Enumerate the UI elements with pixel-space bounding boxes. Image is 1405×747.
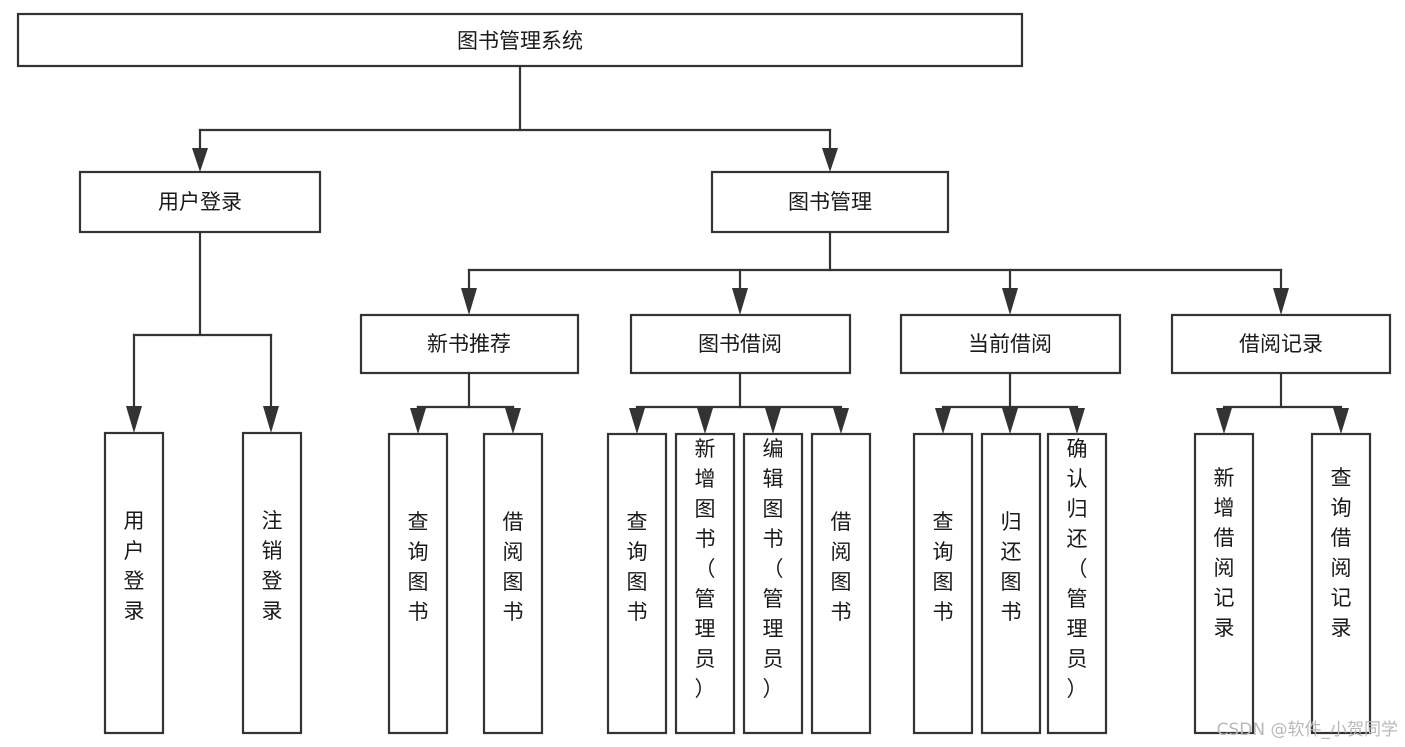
node-root[interactable]: 图书管理系统 [16,12,1024,68]
node-leaf-return-book-box[interactable] [980,432,1042,735]
node-leaf-borrow-book-1-box[interactable] [482,432,544,735]
node-book-management-label: 图书管理 [788,190,872,214]
node-leaf-query-book-2[interactable]: 查询图书 [606,432,668,735]
node-leaf-add-record[interactable]: 新增借阅记录 [1193,432,1255,735]
node-new-book-recommend[interactable]: 新书推荐 [359,313,580,375]
node-leaf-query-book-3-label: 查询图书 [933,510,954,624]
node-leaf-query-book-3-box[interactable] [912,432,974,735]
node-leaf-query-book-1[interactable]: 查询图书 [387,432,449,735]
node-leaf-query-book-3[interactable]: 查询图书 [912,432,974,735]
edge-group-borrowrecord [1216,371,1349,434]
node-leaf-logout-login-box[interactable] [241,431,303,735]
node-user-login-label: 用户登录 [158,190,242,214]
arrow-head-leaf-add-book [697,408,713,434]
edge-group-userlogin [126,230,279,433]
node-leaf-logout-login-label: 注销登录 [262,509,283,623]
arrow-head-newbook [461,288,477,315]
node-leaf-edit-book-box[interactable] [742,432,804,735]
node-current-borrow-box[interactable] [899,313,1122,375]
arrow-head-borrowrecord [1273,288,1289,315]
node-leaf-return-book[interactable]: 归还图书 [980,432,1042,735]
arrow-head-userlogin [192,148,208,172]
arrow-head-leaf-query-record [1333,408,1349,434]
node-leaf-edit-book-label: 编辑图书（管理员） [763,437,784,701]
node-book-borrow-label: 图书借阅 [698,332,782,356]
arrow-head-leaf-query-3 [935,408,951,434]
edge-group-root-real [192,64,838,172]
arrow-head-leaf-edit-book [765,408,781,434]
node-leaf-confirm-return[interactable]: 确认归还（管理员） [1046,432,1108,735]
node-book-management-box[interactable] [710,170,950,234]
arrow-head-leaf-add-record [1216,408,1232,434]
watermark-label: CSDN @软件_小贺同学 [1217,720,1398,740]
node-leaf-add-record-box[interactable] [1193,432,1255,735]
node-leaf-query-book-1-label: 查询图书 [408,510,429,624]
node-current-borrow-label: 当前借阅 [968,332,1052,356]
node-new-book-recommend-label: 新书推荐 [427,332,511,356]
node-leaf-add-book[interactable]: 新增图书（管理员） [674,432,736,735]
node-leaf-add-record-label: 新增借阅记录 [1214,466,1235,640]
arrow-head-currentborrow [1002,288,1018,315]
node-new-book-recommend-box[interactable] [359,313,580,375]
node-book-borrow-box[interactable] [629,313,852,375]
node-leaf-add-book-label: 新增图书（管理员） [695,437,716,701]
node-leaf-confirm-return-label: 确认归还（管理员） [1067,437,1088,701]
node-root-box[interactable] [16,12,1024,68]
node-current-borrow[interactable]: 当前借阅 [899,313,1122,375]
arrow-head-leaf-query-1 [410,408,426,434]
node-leaf-return-book-label: 归还图书 [1001,510,1022,624]
node-borrow-record-box[interactable] [1170,313,1392,375]
node-leaf-confirm-return-box[interactable] [1046,432,1108,735]
arrow-head-leaf-borrow-2 [833,408,849,434]
node-leaf-query-book-1-box[interactable] [387,432,449,735]
node-borrow-record[interactable]: 借阅记录 [1170,313,1392,375]
arrow-head-leaf-confirm-return [1069,408,1085,434]
arrow-head-bookborrow [732,288,748,315]
node-book-borrow[interactable]: 图书借阅 [629,313,852,375]
node-leaf-borrow-book-1[interactable]: 借阅图书 [482,432,544,735]
arrow-head-leaf-return [1002,408,1018,434]
node-leaf-query-record-label: 查询借阅记录 [1331,466,1352,640]
node-leaf-user-login-label: 用户登录 [124,509,145,623]
node-leaf-borrow-book-1-label: 借阅图书 [503,510,524,624]
edge-group-bookmanagement [461,230,1289,315]
edge-group-newbook [410,371,521,434]
edge-group-currentborrow [935,371,1085,434]
arrow-head-leaf-query-2 [629,408,645,434]
node-book-management[interactable]: 图书管理 [710,170,950,234]
node-leaf-query-book-2-box[interactable] [606,432,668,735]
node-leaf-borrow-book-2-label: 借阅图书 [831,510,852,624]
node-user-login-box[interactable] [78,170,322,234]
node-leaf-add-book-box[interactable] [674,432,736,735]
node-leaf-query-book-2-label: 查询图书 [627,510,648,624]
node-leaf-user-login-box[interactable] [103,431,165,735]
arrow-head-bookmanagement [822,148,838,172]
arrow-head-leaf-borrow-1 [505,408,521,434]
node-leaf-user-login[interactable]: 用户登录 [103,431,165,735]
node-leaf-query-record[interactable]: 查询借阅记录 [1310,432,1372,735]
node-leaf-edit-book[interactable]: 编辑图书（管理员） [742,432,804,735]
node-user-login[interactable]: 用户登录 [78,170,322,234]
node-leaf-query-record-box[interactable] [1310,432,1372,735]
node-borrow-record-label: 借阅记录 [1239,332,1323,356]
arrow-head-leaf-userlogin [126,406,142,433]
node-leaf-borrow-book-2-box[interactable] [810,432,872,735]
edge-group-bookborrow [629,371,849,434]
node-leaf-logout-login[interactable]: 注销登录 [241,431,303,735]
node-root-label: 图书管理系统 [457,29,583,53]
arrow-head-leaf-logout [263,406,279,433]
node-leaf-borrow-book-2[interactable]: 借阅图书 [810,432,872,735]
